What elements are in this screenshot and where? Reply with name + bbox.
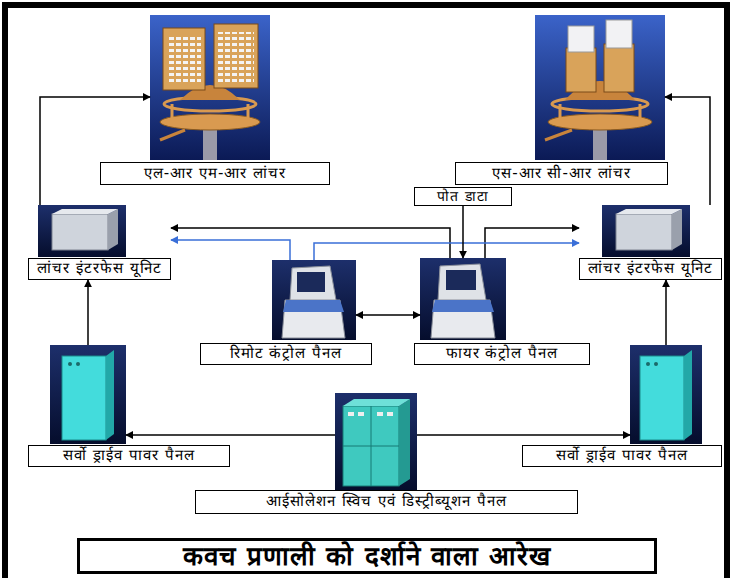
data-source-box: पोत डाटा [414,187,512,206]
power-cabinet: सर्वो ड्राईव पावर पैनल [50,345,126,444]
control-panel: रिमोट कंट्रोल पैनल [272,260,356,340]
device-label: पोत डाटा [437,188,488,204]
device-label: सर्वो ड्राईव पावर पैनल [522,445,722,467]
interface-unit: लांचर इंटरफेस यूनिट [579,205,722,280]
signal-link [665,280,667,345]
device-label: रिमोट कंट्रोल पैनल [200,343,372,365]
signal-link [126,434,335,436]
device-label: एल-आर एम-आर लांचर [100,162,330,185]
signal-link [462,206,464,258]
control-panel: फायर कंट्रोल पैनल [420,258,506,340]
control-panel-pictures [272,258,506,340]
signal-link [665,97,710,205]
diagram-title: कवच प्रणाली को दर्शाने वाला आरेख [77,538,657,574]
interface-unit: लांचर इंटरफेस यूनिट [28,205,171,280]
remote-link [171,240,290,260]
signal-link [87,280,89,345]
device-label: लांचर इंटरफेस यूनिट [579,258,722,280]
launcher-unit: एस-आर सी-आर लांचर [535,15,665,160]
remote-link [314,243,579,260]
launcher-unit: एल-आर एम-आर लांचर [150,15,270,160]
isolation-panel-picture [335,393,417,490]
signal-link [417,434,630,436]
signal-link [356,314,420,316]
device-label: सर्वो ड्राईव पावर पैनल [28,445,230,467]
device-label: लांचर इंटरफेस यूनिट [28,258,171,280]
launcher-interface-unit-pictures [38,205,690,257]
lr-mr-launcher-picture [150,15,270,160]
device-label: फायर कंट्रोल पैनल [414,343,590,365]
sr-cr-launcher-picture [535,15,665,160]
device-label: एस-आर सी-आर लांचर [455,162,668,185]
signal-link [40,97,150,205]
power-cabinet: सर्वो ड्राईव पावर पैनल [630,345,702,444]
distribution-cabinet: आईसोलेशन स्विच एवं डिस्ट्रीब्यूशन पैनल [335,393,417,490]
device-label: आईसोलेशन स्विच एवं डिस्ट्रीब्यूशन पैनल [195,490,578,514]
